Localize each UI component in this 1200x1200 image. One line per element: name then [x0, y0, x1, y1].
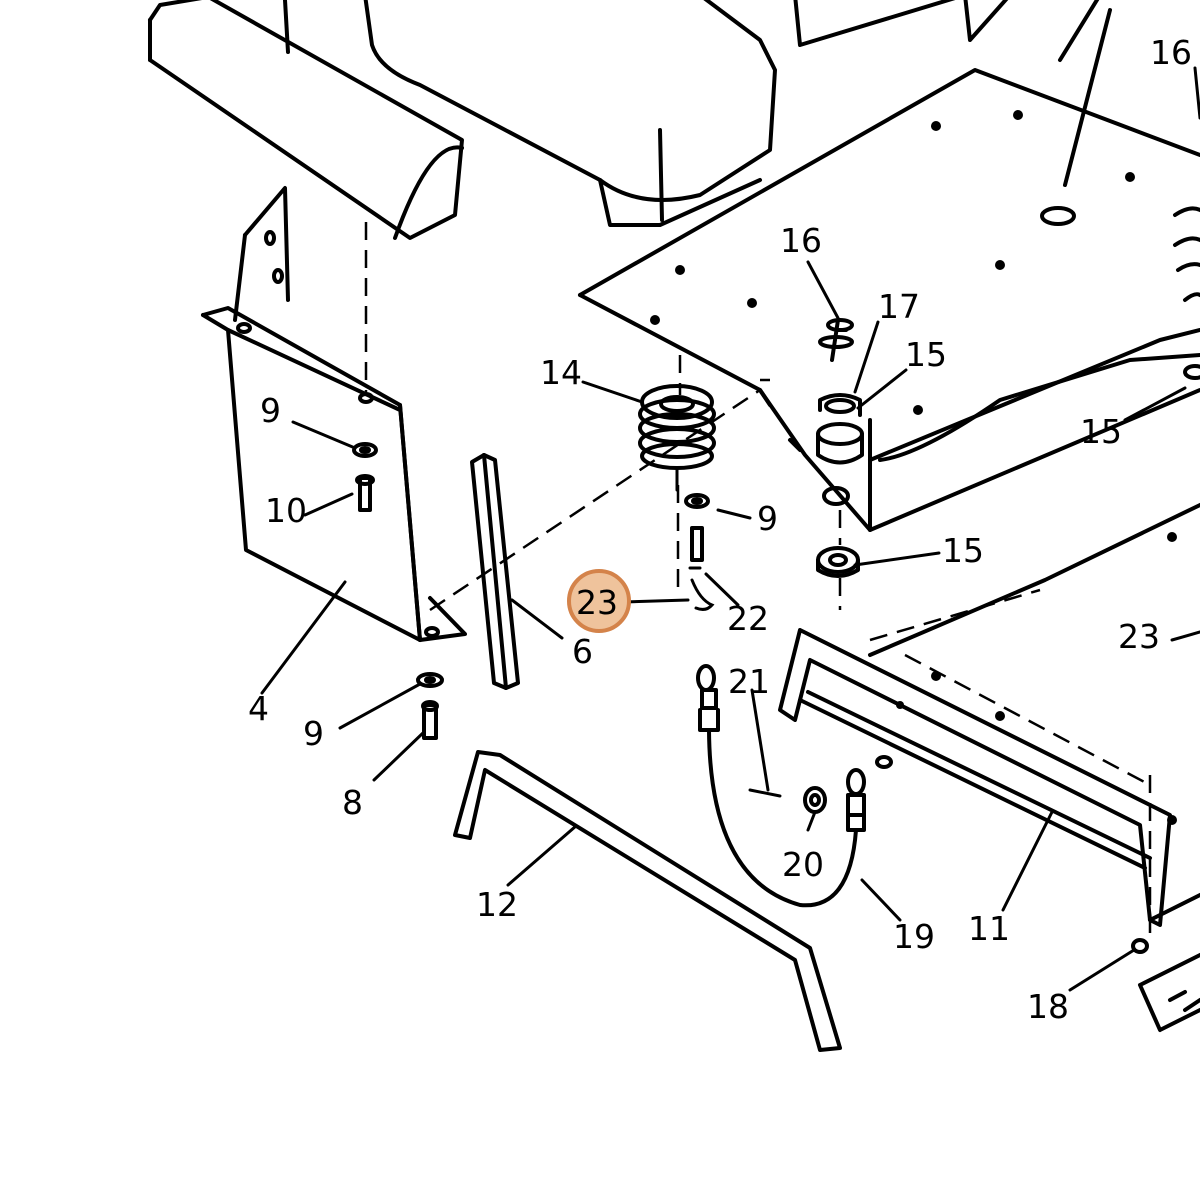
callout-15-right: 15 [1080, 412, 1122, 451]
callout-10: 10 [265, 491, 307, 530]
coil-spring [638, 384, 716, 492]
callout-23-highlighted: 23 [576, 583, 618, 622]
front-cross-member [778, 503, 1200, 927]
alignment-lines [364, 222, 1152, 940]
highlight-marker [567, 569, 631, 633]
seat-bolster [148, 0, 464, 240]
leader-lines [260, 66, 1200, 992]
callout-labels: 4 6 8 9 9 9 10 11 12 14 15 15 15 16 16 1… [248, 33, 1192, 1026]
spacer-stack [816, 318, 864, 506]
callout-9-upper: 9 [260, 391, 281, 430]
ground-cable [696, 664, 866, 908]
spacer-stack-right [1173, 206, 1200, 380]
callout-19: 19 [893, 917, 935, 956]
callout-11: 11 [968, 909, 1010, 948]
callout-23-right: 23 [1118, 617, 1160, 656]
seat-back [363, 0, 1100, 227]
callout-16-top-right: 16 [1150, 33, 1192, 72]
callout-15-top: 15 [905, 335, 947, 374]
u-bar [453, 750, 842, 1052]
hardware [352, 442, 1149, 954]
callout-9-lower: 9 [303, 714, 324, 753]
callout-4: 4 [248, 689, 269, 728]
callout-15-lower: 15 [942, 531, 984, 570]
callout-12: 12 [476, 885, 518, 924]
callout-22: 22 [727, 599, 769, 638]
callout-20: 20 [782, 845, 824, 884]
side-bracket [201, 186, 467, 642]
callout-8: 8 [342, 783, 363, 822]
callout-21: 21 [728, 662, 770, 701]
hinge-fragment [1138, 953, 1200, 1032]
callout-14: 14 [540, 353, 582, 392]
deck-holes [650, 110, 1177, 825]
callout-17: 17 [878, 287, 920, 326]
deck-plate [578, 8, 1200, 532]
callout-6: 6 [572, 632, 593, 671]
callout-18: 18 [1027, 987, 1069, 1026]
callout-9-right: 9 [757, 499, 778, 538]
callout-16: 16 [780, 221, 822, 260]
rod-tube [470, 453, 520, 690]
